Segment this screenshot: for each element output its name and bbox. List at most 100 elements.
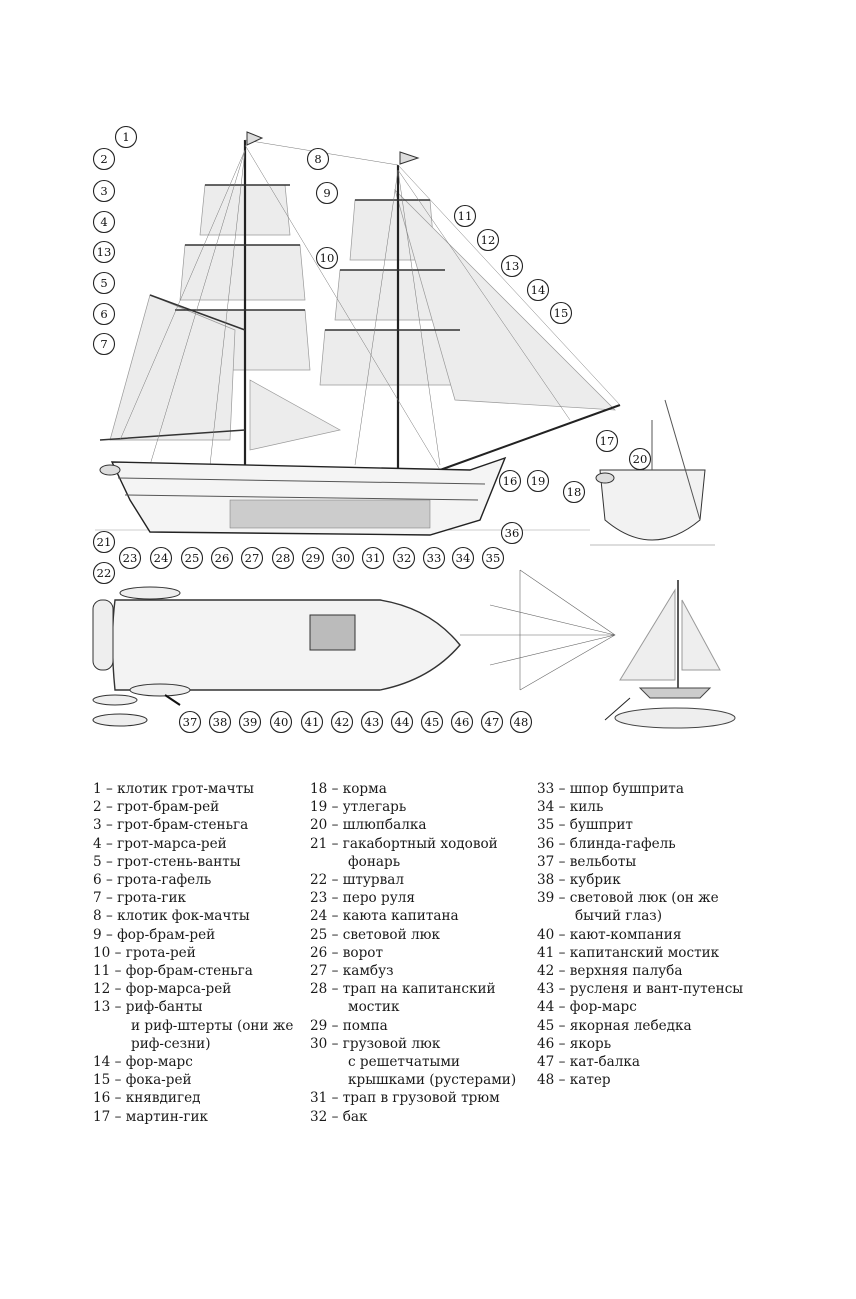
legend-number: 39 – [537, 890, 570, 907]
callout-number: 13 [505, 259, 520, 273]
legend-number: 3 – [93, 817, 118, 834]
legend-text: грота-рей [125, 944, 196, 961]
legend-text: крышками (рустерами) [348, 1072, 517, 1089]
legend-text: русленя и вант-путенсы [569, 981, 744, 998]
legend-text: шпор бушприта [569, 781, 684, 797]
legend-text: бак [342, 1108, 368, 1125]
callout-circle [498, 469, 522, 493]
callout-26: 26 [210, 546, 234, 570]
legend-text: трап на капитанский [342, 981, 496, 998]
legend-number: 45 – [537, 1017, 570, 1034]
legend-item: 3 – грот-брам-стеньга [93, 816, 293, 834]
callout-number: 18 [567, 485, 582, 499]
legend-text: корма [342, 781, 387, 797]
callout-14: 14 [526, 278, 550, 302]
legend-item: 38 – кубрик [537, 871, 743, 889]
callout-16: 16 [498, 469, 522, 493]
legend-item: 7 – грота-гик [93, 889, 293, 907]
legend-number: 24 – [310, 908, 343, 925]
callout-number: 10 [320, 251, 335, 265]
legend-text: и риф-штерты (они же [131, 1017, 294, 1034]
callout-38: 38 [208, 710, 232, 734]
callout-circle [306, 147, 330, 171]
deck-plan [92, 569, 616, 727]
legend-item: 12 – фор-марса-рей [93, 980, 293, 998]
legend-item: 10 – грота-рей [93, 944, 293, 962]
callout-2: 2 [92, 147, 116, 171]
callout-number: 29 [306, 551, 321, 565]
legend-number: 19 – [310, 799, 343, 816]
legend-item: 14 – фор-марс [93, 1053, 293, 1071]
legend-text: фор-марс [569, 999, 637, 1016]
callout-number: 1 [122, 130, 129, 144]
callout-21: 21 [92, 530, 116, 554]
callout-number: 47 [485, 715, 500, 729]
callout-number: 3 [100, 184, 107, 198]
callout-42: 42 [330, 710, 354, 734]
callout-number: 36 [505, 526, 520, 540]
callout-number: 27 [245, 551, 260, 565]
callout-32: 32 [392, 546, 416, 570]
legend-text: с решетчатыми [348, 1054, 460, 1071]
callout-44: 44 [390, 710, 414, 734]
callout-circle [330, 710, 354, 734]
callout-circle [392, 546, 416, 570]
callout-number: 14 [531, 283, 546, 297]
callout-number: 20 [633, 452, 648, 466]
callout-number: 38 [213, 715, 228, 729]
legend-text: мостик [348, 999, 400, 1016]
legend-text: катер [569, 1072, 611, 1089]
legend-text: грот-брам-рей [117, 799, 220, 816]
callout-circle [450, 710, 474, 734]
callout-45: 45 [420, 710, 444, 734]
callout-circle [180, 546, 204, 570]
legend-number: 9 – [93, 926, 118, 943]
callout-circle [500, 254, 524, 278]
callout-22: 22 [92, 561, 116, 585]
callout-35: 35 [481, 546, 505, 570]
legend-text: световой люк (он же [569, 890, 719, 907]
callout-number: 9 [323, 186, 330, 200]
legend-item: 2 – грот-брам-рей [93, 798, 293, 816]
legend-number: 31 – [310, 1090, 343, 1107]
legend-item: 24 – каюта капитана [310, 907, 516, 925]
legend-text: якорь [569, 1035, 612, 1052]
legend-item: 11 – фор-брам-стеньга [93, 962, 293, 980]
legend-text: помпа [342, 1017, 388, 1034]
legend-item: 32 – бак [310, 1108, 516, 1126]
callout-circle [526, 278, 550, 302]
legend-number: 27 – [310, 963, 343, 980]
legend-number: 34 – [537, 799, 570, 816]
legend-text: блинда-гафель [569, 835, 676, 852]
callout-number: 22 [97, 566, 112, 580]
legend-text: верхняя палуба [569, 963, 683, 980]
legend-number: 33 – [537, 781, 570, 797]
legend-text: грузовой люк [342, 1035, 441, 1052]
callout-number: 21 [97, 535, 112, 549]
callout-circle [451, 546, 475, 570]
legend-text: якорная лебедка [569, 1017, 692, 1034]
legend-text: шлюпбалка [342, 817, 427, 834]
callout-number: 45 [425, 715, 440, 729]
legend-text: клотик грот-мачты [117, 781, 254, 797]
legend-number: 47 – [537, 1054, 570, 1071]
callout-34: 34 [451, 546, 475, 570]
legend-text: кают-компания [569, 926, 682, 943]
callout-31: 31 [361, 546, 385, 570]
legend-text: риф-банты [125, 999, 203, 1016]
callout-41: 41 [300, 710, 324, 734]
legend-item: 41 – капитанский мостик [537, 944, 743, 962]
callout-23: 23 [118, 546, 142, 570]
callout-circle [509, 710, 533, 734]
callout-12: 12 [476, 228, 500, 252]
callout-circle [300, 710, 324, 734]
callout-circle [92, 179, 116, 203]
callout-circle [118, 546, 142, 570]
callout-circle [92, 561, 116, 585]
legend-item: 6 – грота-гафель [93, 871, 293, 889]
legend-number: 20 – [310, 817, 343, 834]
legend-item: 26 – ворот [310, 944, 516, 962]
